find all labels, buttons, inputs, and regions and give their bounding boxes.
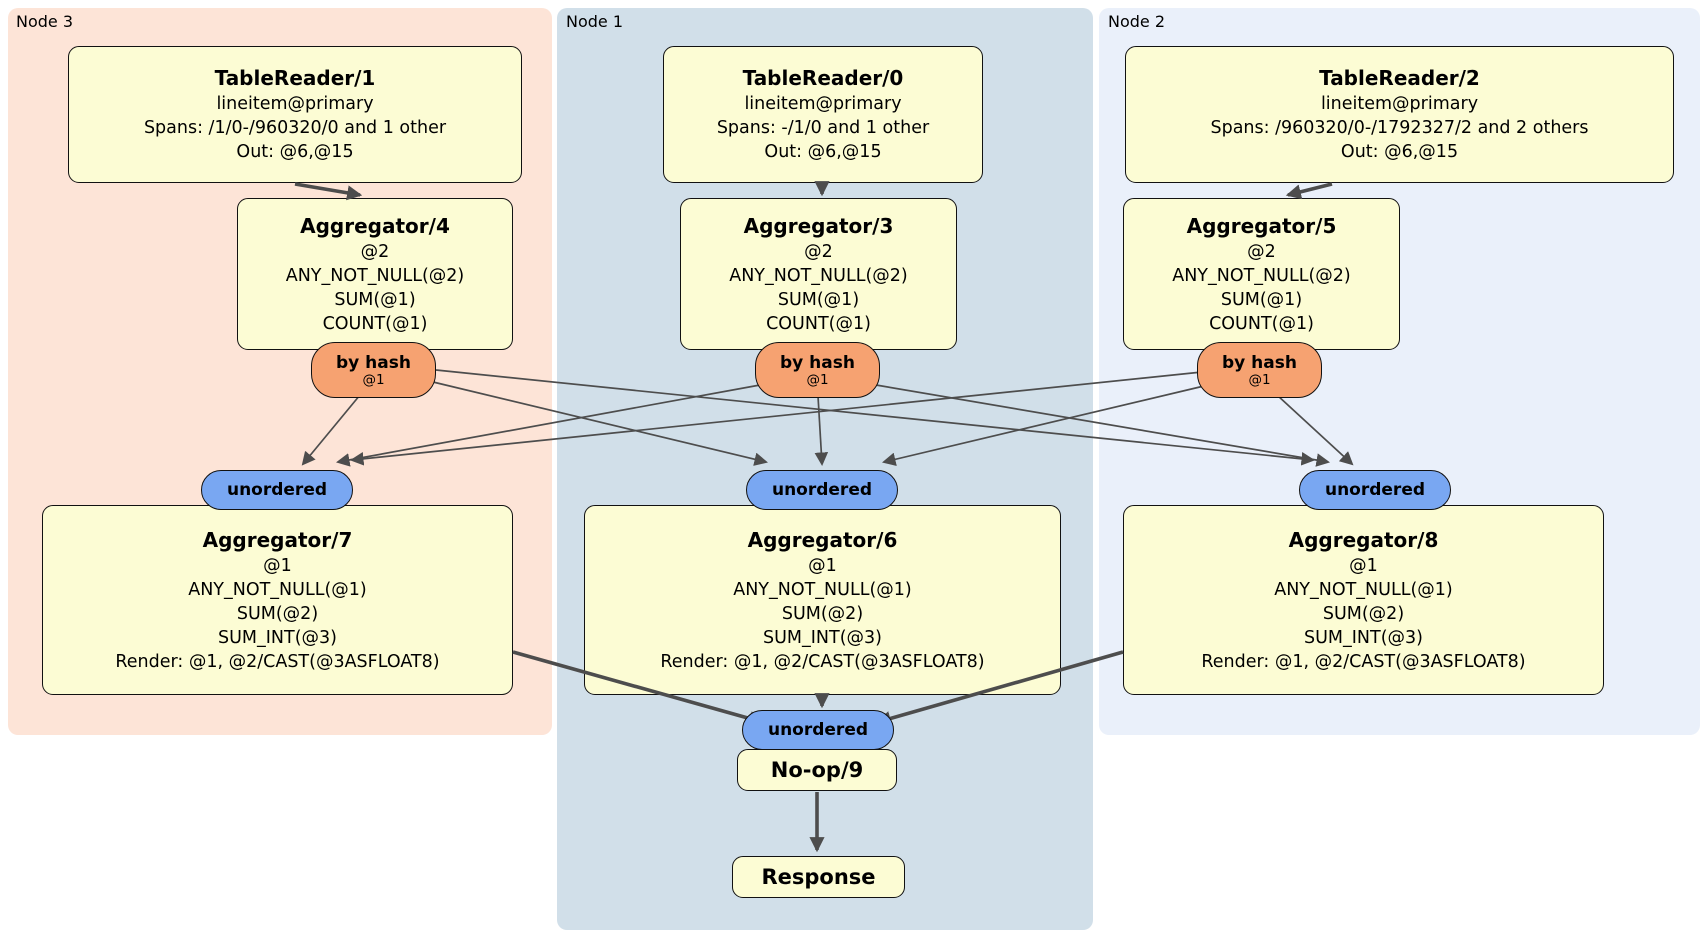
node-render-expr: Render: @1, @2/CAST(@3ASFLOAT8)	[660, 651, 985, 672]
tablereader-0-node: TableReader/0 lineitem@primary Spans: -/…	[663, 46, 983, 183]
unordered-sync-node3: unordered	[201, 470, 353, 510]
node-render-expr: Render: @1, @2/CAST(@3ASFLOAT8)	[1201, 651, 1526, 672]
aggregator-7-node: Aggregator/7 @1 ANY_NOT_NULL(@1) SUM(@2)…	[42, 505, 513, 695]
node-agg-fn: SUM_INT(@3)	[763, 627, 882, 648]
node-index: lineitem@primary	[1320, 94, 1479, 114]
panel-label-node2: Node 2	[1108, 12, 1166, 31]
by-hash-router-node3: by hash @1	[311, 342, 436, 398]
node-agg-fn: ANY_NOT_NULL(@2)	[729, 265, 908, 286]
sync-label: unordered	[1324, 480, 1426, 500]
aggregator-6-node: Aggregator/6 @1 ANY_NOT_NULL(@1) SUM(@2)…	[584, 505, 1061, 695]
node-agg-fn: ANY_NOT_NULL(@1)	[1274, 579, 1453, 600]
node-title: Aggregator/6	[747, 527, 898, 552]
node-index: lineitem@primary	[216, 94, 374, 114]
aggregator-8-node: Aggregator/8 @1 ANY_NOT_NULL(@1) SUM(@2)…	[1123, 505, 1604, 695]
node-title: Aggregator/7	[202, 527, 353, 552]
unordered-sync-final: unordered	[742, 710, 894, 750]
node-group-by: @1	[263, 555, 292, 576]
noop-9-node: No-op/9	[737, 749, 897, 791]
node-group-by: @1	[808, 555, 837, 576]
node-agg-fn: SUM(@2)	[236, 603, 319, 624]
panel-label-node3: Node 3	[16, 12, 74, 31]
node-out: Out: @6,@15	[764, 142, 882, 162]
node-agg-fn: COUNT(@1)	[322, 313, 428, 334]
router-hash-column: @1	[362, 371, 385, 388]
response-node: Response	[732, 856, 905, 898]
node-render-expr: Render: @1, @2/CAST(@3ASFLOAT8)	[115, 651, 440, 672]
node-agg-fn: ANY_NOT_NULL(@1)	[188, 579, 367, 600]
node-group-by: @2	[360, 241, 390, 262]
node-group-by: @2	[1247, 241, 1276, 262]
router-label: by hash	[1222, 352, 1297, 373]
tablereader-2-node: TableReader/2 lineitem@primary Spans: /9…	[1125, 46, 1674, 183]
node-agg-fn: SUM(@2)	[781, 603, 864, 624]
sync-label: unordered	[767, 720, 869, 740]
aggregator-5-node: Aggregator/5 @2 ANY_NOT_NULL(@2) SUM(@1)…	[1123, 198, 1400, 350]
node-index: lineitem@primary	[744, 94, 902, 114]
sync-label: unordered	[771, 480, 873, 500]
node-spans: Spans: -/1/0 and 1 other	[716, 118, 930, 138]
node-title: Aggregator/5	[1186, 213, 1337, 238]
node-agg-fn: SUM(@1)	[1220, 289, 1303, 310]
by-hash-router-node1: by hash @1	[755, 342, 880, 398]
unordered-sync-node1: unordered	[746, 470, 898, 510]
node-title: Aggregator/4	[300, 213, 450, 238]
node-agg-fn: SUM(@1)	[334, 289, 416, 310]
node-agg-fn: COUNT(@1)	[1209, 313, 1314, 334]
node-group-by: @1	[1349, 555, 1378, 576]
by-hash-router-node2: by hash @1	[1197, 342, 1322, 398]
node-agg-fn: SUM(@2)	[1322, 603, 1405, 624]
node-group-by: @2	[804, 241, 833, 262]
router-hash-column: @1	[806, 371, 829, 388]
node-agg-fn: SUM_INT(@3)	[218, 627, 337, 648]
router-label: by hash	[780, 352, 855, 373]
node-agg-fn: ANY_NOT_NULL(@2)	[285, 265, 465, 286]
node-agg-fn: ANY_NOT_NULL(@2)	[1172, 265, 1351, 286]
router-label: by hash	[336, 352, 411, 373]
panel-label-node1: Node 1	[566, 12, 624, 31]
sync-label: unordered	[226, 480, 328, 500]
node-agg-fn: SUM(@1)	[777, 289, 860, 310]
aggregator-4-node: Aggregator/4 @2 ANY_NOT_NULL(@2) SUM(@1)…	[237, 198, 513, 350]
node-spans: Spans: /1/0-/960320/0 and 1 other	[143, 118, 447, 138]
node-out: Out: @6,@15	[1340, 142, 1459, 162]
node-title: No-op/9	[770, 757, 864, 782]
node-title: TableReader/2	[1319, 66, 1480, 90]
node-title: Aggregator/8	[1288, 527, 1439, 552]
node-agg-fn: ANY_NOT_NULL(@1)	[733, 579, 912, 600]
unordered-sync-node2: unordered	[1299, 470, 1451, 510]
tablereader-1-node: TableReader/1 lineitem@primary Spans: /1…	[68, 46, 522, 183]
node-title: TableReader/0	[742, 66, 904, 90]
aggregator-3-node: Aggregator/3 @2 ANY_NOT_NULL(@2) SUM(@1)…	[680, 198, 957, 350]
node-title: Aggregator/3	[743, 213, 894, 238]
router-hash-column: @1	[1248, 371, 1271, 388]
node-out: Out: @6,@15	[236, 142, 354, 162]
node-agg-fn: COUNT(@1)	[766, 313, 871, 334]
node-title: Response	[761, 864, 876, 889]
node-title: TableReader/1	[214, 66, 376, 90]
node-spans: Spans: /960320/0-/1792327/2 and 2 others	[1210, 118, 1589, 138]
node-agg-fn: SUM_INT(@3)	[1304, 627, 1423, 648]
